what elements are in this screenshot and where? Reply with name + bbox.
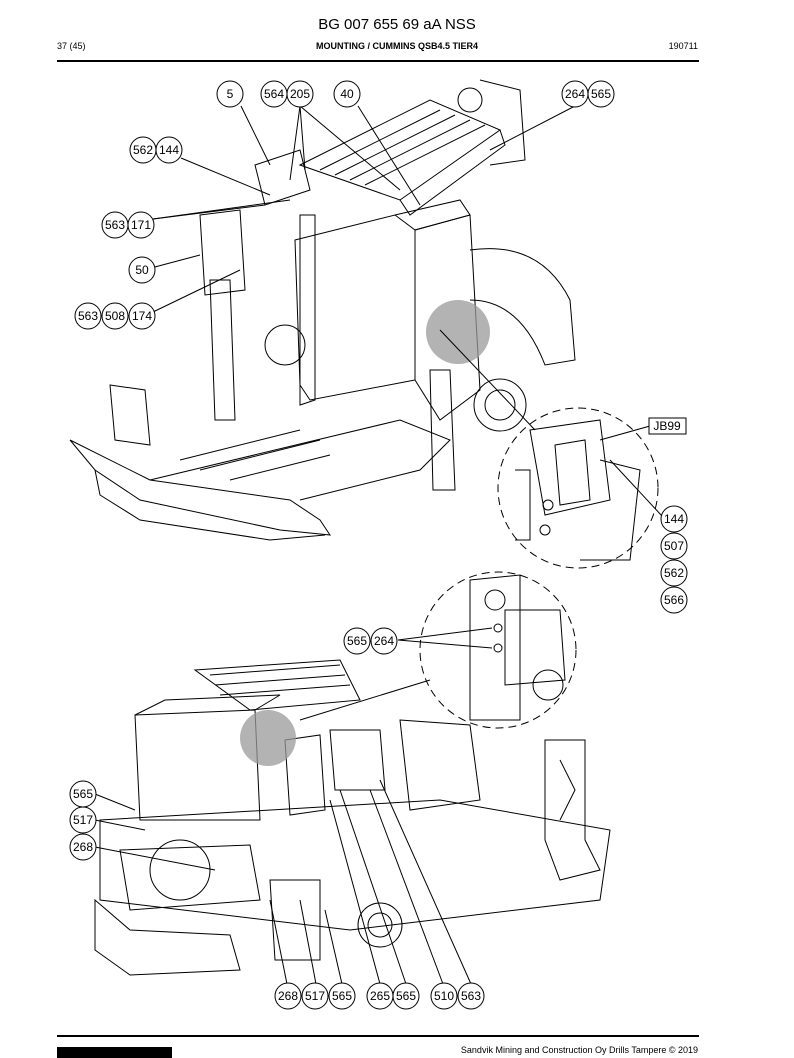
callout-label: 144: [159, 143, 179, 157]
callout: 174: [128, 302, 156, 330]
callout: 565: [392, 982, 420, 1010]
callout: 171: [127, 211, 155, 239]
callout-label: 517: [305, 989, 325, 1003]
detail-label: JB99: [653, 419, 681, 433]
document-title: BG 007 655 69 aA NSS: [318, 16, 476, 33]
callout-label: 565: [396, 989, 416, 1003]
callout: 5: [216, 80, 244, 108]
callout: 563: [101, 211, 129, 239]
bottom-assembly-art: [94, 659, 611, 976]
highlight-marker-bottom: [240, 710, 296, 766]
callout-label: 264: [374, 634, 394, 648]
callout: 564: [260, 80, 288, 108]
callout-label: 562: [133, 143, 153, 157]
callout: 565: [587, 80, 615, 108]
callout-label: 268: [278, 989, 298, 1003]
callout-label: 510: [434, 989, 454, 1003]
callout-label: 40: [340, 87, 354, 101]
callout: 517: [69, 806, 97, 834]
callout-label: 50: [135, 263, 149, 277]
callout: 566: [660, 586, 688, 614]
callout-label: 174: [132, 309, 152, 323]
callout: 517: [301, 982, 329, 1010]
callout-label: 517: [73, 813, 93, 827]
header-rule: [57, 60, 699, 62]
footer-copyright: Sandvik Mining and Construction Oy Drill…: [460, 1045, 698, 1055]
callout: 264: [370, 627, 398, 655]
callout-label: 566: [664, 593, 684, 607]
callout-label: 565: [347, 634, 367, 648]
leader-lines-bottom: [94, 627, 493, 985]
callout-label: 563: [105, 218, 125, 232]
callout-label: 562: [664, 566, 684, 580]
callout: 40: [333, 80, 361, 108]
callout-label: 268: [73, 840, 93, 854]
callout-label: 144: [664, 512, 684, 526]
callout: 205: [286, 80, 314, 108]
callout: 144: [155, 136, 183, 164]
top-assembly-art: [69, 79, 576, 541]
page-number: 37 (45): [57, 41, 86, 51]
callout-label: 564: [264, 87, 284, 101]
callout: 563: [74, 302, 102, 330]
callout: 565: [69, 780, 97, 808]
highlight-marker-top: [426, 300, 490, 364]
callout: 268: [69, 833, 97, 861]
callout: 508: [101, 302, 129, 330]
callout-label: 265: [370, 989, 390, 1003]
detail-view-bottom: [419, 571, 577, 729]
callout: 563: [457, 982, 485, 1010]
callout: 565: [343, 627, 371, 655]
callout-label: 565: [73, 787, 93, 801]
callout: 265: [366, 982, 394, 1010]
footer-rule: [57, 1035, 699, 1037]
callout-label: 205: [290, 87, 310, 101]
callout: 264: [561, 80, 589, 108]
callout-label: 171: [131, 218, 151, 232]
callout-label: 508: [105, 309, 125, 323]
callout: 268: [274, 982, 302, 1010]
callout: 565: [328, 982, 356, 1010]
detail-label-box: JB99: [648, 417, 687, 435]
leader-lines-top: [150, 105, 663, 517]
callout-label: 264: [565, 87, 585, 101]
section-title: MOUNTING / CUMMINS QSB4.5 TIER4: [315, 41, 478, 51]
callout-label: 507: [664, 539, 684, 553]
callout-label: 563: [78, 309, 98, 323]
callout: 50: [128, 256, 156, 284]
callout: 507: [660, 532, 688, 560]
callout: 562: [129, 136, 157, 164]
callout-label: 565: [591, 87, 611, 101]
callout: 510: [430, 982, 458, 1010]
callout-label: 565: [332, 989, 352, 1003]
callout: 144: [660, 505, 688, 533]
callout-label: 5: [227, 87, 234, 101]
callout-label: 563: [461, 989, 481, 1003]
callout: 562: [660, 559, 688, 587]
document-date: 190711: [668, 41, 698, 51]
detail-view-top: [497, 407, 659, 569]
